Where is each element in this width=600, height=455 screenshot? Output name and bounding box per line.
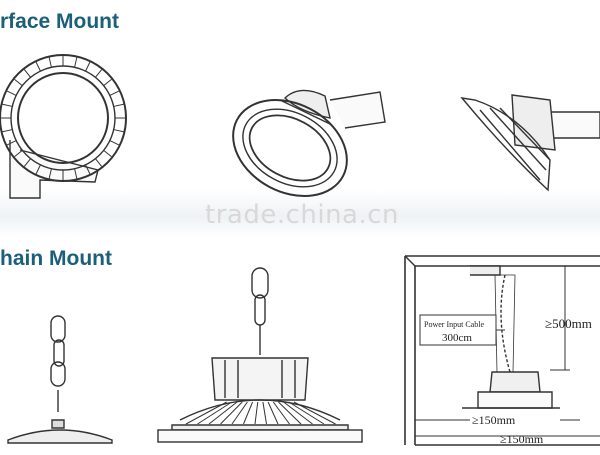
chain-hook-kit bbox=[7, 315, 113, 444]
heatsink-fin bbox=[85, 61, 91, 72]
heatsink-fin bbox=[6, 90, 17, 96]
installation-dimension-drawing bbox=[404, 255, 600, 446]
heatsink-fin bbox=[113, 129, 124, 133]
heatsink-fin bbox=[109, 90, 120, 96]
heatsink-fin bbox=[109, 140, 120, 146]
surface-mount-heading: rface Mount bbox=[0, 10, 120, 33]
light-side-view bbox=[460, 94, 600, 192]
heatsink-fin bbox=[95, 69, 103, 78]
cable-length-label: 300cm bbox=[442, 332, 472, 344]
heatsink-fin bbox=[278, 401, 302, 425]
cable-label: Power Input Cable bbox=[424, 320, 484, 329]
heatsink-fin bbox=[35, 164, 41, 175]
watermark-text: trade.china.cn bbox=[205, 200, 400, 230]
heatsink-fin bbox=[85, 164, 91, 175]
chain-mount-heading: hain Mount bbox=[0, 247, 112, 270]
heatsink-fin bbox=[6, 140, 17, 146]
chain-mounted-light bbox=[157, 267, 363, 443]
heatsink-fin bbox=[23, 158, 31, 167]
heatsink-fin bbox=[113, 103, 124, 107]
heatsink-fin bbox=[243, 401, 254, 425]
side-clearance-label-1: ≥150mm bbox=[472, 413, 516, 427]
side-clearance-label-2: ≥150mm bbox=[500, 432, 544, 446]
heatsink-fin bbox=[254, 401, 259, 425]
heatsink-fin bbox=[231, 401, 248, 425]
heatsink-fin bbox=[293, 401, 336, 425]
heatsink-fin bbox=[267, 401, 279, 425]
heatsink-fin bbox=[74, 168, 78, 179]
light-angled-view bbox=[232, 89, 386, 197]
heatsink-fin bbox=[288, 401, 325, 425]
heatsink-fin bbox=[103, 150, 112, 158]
heatsink-fin bbox=[103, 78, 112, 86]
section-divider-band bbox=[0, 190, 600, 238]
heatsink-fin bbox=[2, 103, 13, 107]
heatsink-fin bbox=[262, 401, 267, 425]
heatsink-fin bbox=[95, 158, 103, 167]
heatsink-fin bbox=[14, 78, 23, 86]
heatsink-fin bbox=[35, 61, 41, 72]
light-front-view bbox=[0, 54, 127, 199]
heatsink-fin bbox=[48, 168, 52, 179]
heatsink-fin bbox=[220, 401, 243, 425]
heatsink-fin bbox=[283, 401, 313, 425]
heatsink-fin bbox=[23, 69, 31, 78]
heatsink-fin bbox=[48, 57, 52, 68]
heatsink-fin bbox=[74, 57, 78, 68]
height-clearance-label: ≥500mm bbox=[545, 316, 592, 331]
heatsink-fin bbox=[208, 401, 238, 425]
heatsink-fin bbox=[2, 129, 13, 133]
heatsink-fin bbox=[272, 401, 290, 425]
heatsink-fin bbox=[185, 401, 227, 425]
heatsink-fin bbox=[14, 150, 23, 158]
heatsink-fin bbox=[197, 401, 233, 425]
